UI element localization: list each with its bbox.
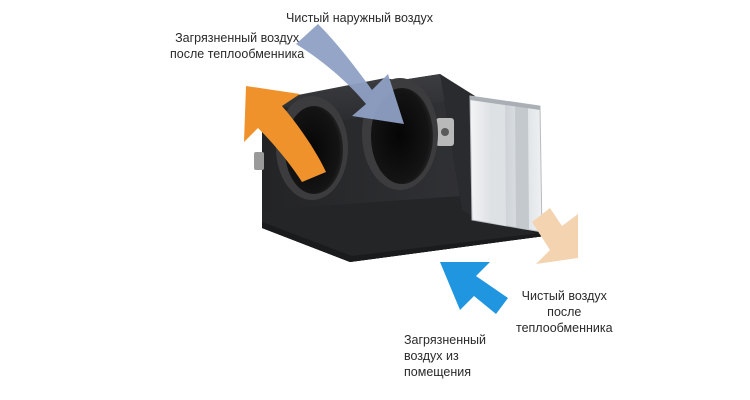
- unit-right-housing: [440, 74, 475, 218]
- label-supply-out-line1: Чистый воздух: [521, 289, 607, 303]
- label-exhaust-out-line1: Загрязненный воздух: [175, 31, 300, 45]
- label-room-in: Загрязненный воздух из помещения: [404, 332, 486, 380]
- label-supply-out-line2: после: [547, 305, 582, 319]
- label-room-in-line2: воздух из: [404, 349, 459, 363]
- orange-airflow-arrow: [244, 86, 326, 182]
- lavender-airflow-arrow: [296, 24, 404, 124]
- label-room-in-line3: помещения: [404, 365, 472, 379]
- label-supply-out: Чистый воздух после теплообменника: [516, 288, 613, 336]
- label-fresh-in: Чистый наружный воздух: [286, 10, 433, 26]
- label-fresh-in-line1: Чистый наружный воздух: [286, 11, 434, 25]
- label-supply-out-line3: теплообменника: [516, 321, 613, 335]
- label-exhaust-out-line2: после теплообменника: [170, 47, 305, 61]
- blue-airflow-arrow: [440, 262, 508, 314]
- label-exhaust-out: Загрязненный воздух после теплообменника: [170, 30, 304, 62]
- label-room-in-line1: Загрязненный: [404, 333, 487, 347]
- peach-airflow-arrow: [532, 208, 578, 264]
- filter-panel: [469, 95, 543, 233]
